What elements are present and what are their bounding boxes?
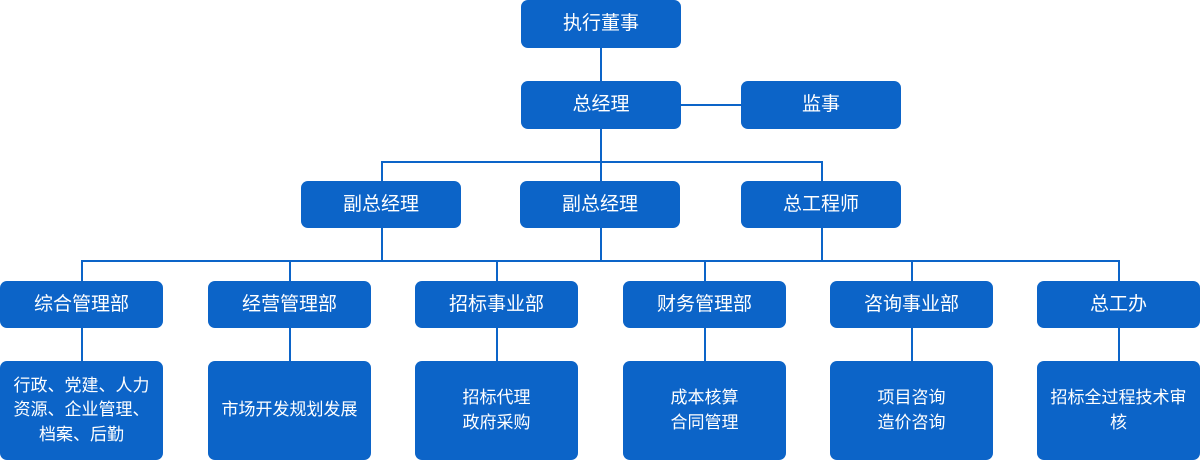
node-duties-consulting-business-label: 项目咨询 造价咨询 [877, 387, 946, 432]
node-duties-chief-engineer-office-label: 招标全过程技术审 核 [1050, 387, 1187, 432]
connector-drop-chief-engineer [821, 161, 823, 182]
node-deputy-general-manager-2-label: 副总经理 [561, 193, 638, 215]
connector-gm-down [600, 129, 602, 162]
node-duties-consulting-business[interactable]: 项目咨询 造价咨询 [830, 361, 993, 460]
node-duties-operation-management-label: 市场开发规划发展 [221, 400, 358, 420]
connector-drop-deputy-2 [600, 161, 602, 182]
connector-gm-to-supervisor [681, 104, 741, 106]
node-dept-comprehensive-management-label: 综合管理部 [33, 293, 129, 315]
node-duties-finance-management-label: 成本核算 合同管理 [670, 387, 739, 432]
connector-deputy-2-down [600, 228, 602, 261]
node-chief-engineer[interactable]: 总工程师 [741, 181, 901, 228]
node-general-manager[interactable]: 总经理 [521, 81, 681, 129]
node-duties-bidding-business-label: 招标代理 政府采购 [462, 387, 531, 432]
node-executive-director-label: 执行董事 [562, 13, 639, 35]
node-supervisor-label: 监事 [801, 94, 840, 116]
node-duties-comprehensive-management[interactable]: 行政、党建、人力 资源、企业管理、 档案、后勤 [0, 361, 163, 460]
connector-dept-operation-to-duties [289, 328, 291, 361]
node-executive-director[interactable]: 执行董事 [521, 0, 681, 48]
node-deputy-general-manager-1[interactable]: 副总经理 [301, 181, 461, 228]
connector-department-bus [81, 260, 1119, 262]
node-duties-comprehensive-management-label: 行政、党建、人力 资源、企业管理、 档案、后勤 [13, 375, 150, 444]
connector-drop-deputy-1 [381, 161, 383, 182]
node-duties-finance-management[interactable]: 成本核算 合同管理 [623, 361, 786, 460]
connector-drop-dept-chief-office [1118, 260, 1120, 281]
connector-deputy-1-down [381, 228, 383, 261]
node-duties-chief-engineer-office[interactable]: 招标全过程技术审 核 [1037, 361, 1200, 460]
node-dept-chief-engineer-office[interactable]: 总工办 [1037, 281, 1200, 328]
connector-drop-dept-consulting [911, 260, 913, 281]
connector-dept-chief-office-to-duties [1118, 328, 1120, 361]
node-dept-operation-management-label: 经营管理部 [241, 293, 337, 315]
node-dept-consulting-business-label: 咨询事业部 [863, 293, 959, 315]
connector-drop-dept-finance [704, 260, 706, 281]
connector-dept-finance-to-duties [704, 328, 706, 361]
node-dept-comprehensive-management[interactable]: 综合管理部 [0, 281, 163, 328]
node-dept-finance-management-label: 财务管理部 [656, 293, 752, 315]
connector-dept-consulting-to-duties [911, 328, 913, 361]
connector-dept-bidding-to-duties [496, 328, 498, 361]
node-dept-bidding-business[interactable]: 招标事业部 [415, 281, 578, 328]
node-deputy-general-manager-1-label: 副总经理 [342, 193, 419, 215]
node-supervisor[interactable]: 监事 [741, 81, 901, 129]
node-chief-engineer-label: 总工程师 [782, 193, 859, 215]
node-deputy-general-manager-2[interactable]: 副总经理 [520, 181, 680, 228]
connector-drop-dept-comprehensive [81, 260, 83, 281]
connector-drop-dept-operation [289, 260, 291, 281]
node-dept-finance-management[interactable]: 财务管理部 [623, 281, 786, 328]
node-duties-operation-management[interactable]: 市场开发规划发展 [208, 361, 371, 460]
node-duties-bidding-business[interactable]: 招标代理 政府采购 [415, 361, 578, 460]
node-dept-operation-management[interactable]: 经营管理部 [208, 281, 371, 328]
connector-drop-dept-bidding [496, 260, 498, 281]
node-dept-consulting-business[interactable]: 咨询事业部 [830, 281, 993, 328]
node-general-manager-label: 总经理 [572, 94, 630, 116]
node-dept-chief-engineer-office-label: 总工办 [1089, 293, 1147, 315]
connector-chief-engineer-down [821, 228, 823, 261]
connector-dept-comprehensive-to-duties [81, 328, 83, 361]
node-dept-bidding-business-label: 招标事业部 [448, 293, 544, 315]
connector-executive-to-gm [600, 48, 602, 81]
